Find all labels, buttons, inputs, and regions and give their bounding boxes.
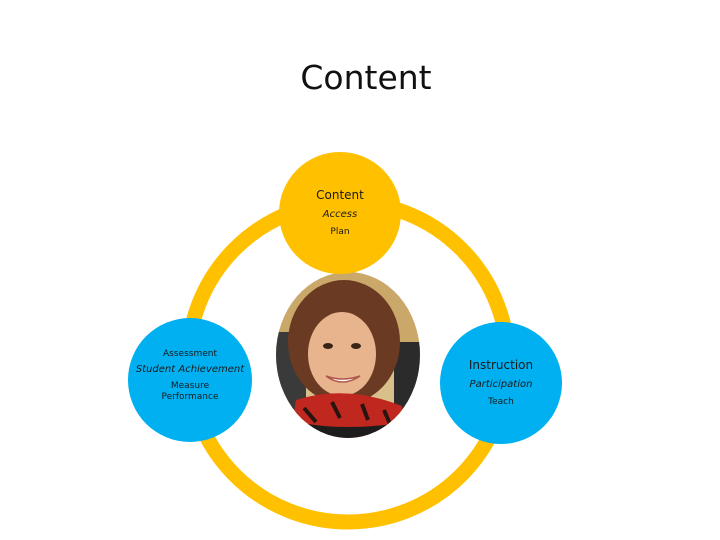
instruction-node-small: Teach: [488, 397, 514, 407]
content-node-sub: Access: [322, 209, 358, 220]
assessment-node: Assessment Student Achievement Measure P…: [128, 318, 252, 442]
assessment-node-label: Assessment: [163, 349, 217, 359]
instruction-node-sub: Participation: [469, 379, 533, 390]
assessment-node-small: Measure Performance: [161, 381, 219, 402]
slide-title: Content: [300, 58, 432, 97]
content-node-small: Plan: [330, 227, 350, 237]
content-node: Content Access Plan: [279, 152, 401, 274]
child-portrait-photo: [276, 272, 420, 438]
content-node-label: Content: [316, 188, 364, 202]
instruction-node-label: Instruction: [468, 358, 534, 372]
instruction-node: Instruction Participation Teach: [440, 322, 562, 444]
assessment-node-sub: Student Achievement: [135, 364, 245, 375]
